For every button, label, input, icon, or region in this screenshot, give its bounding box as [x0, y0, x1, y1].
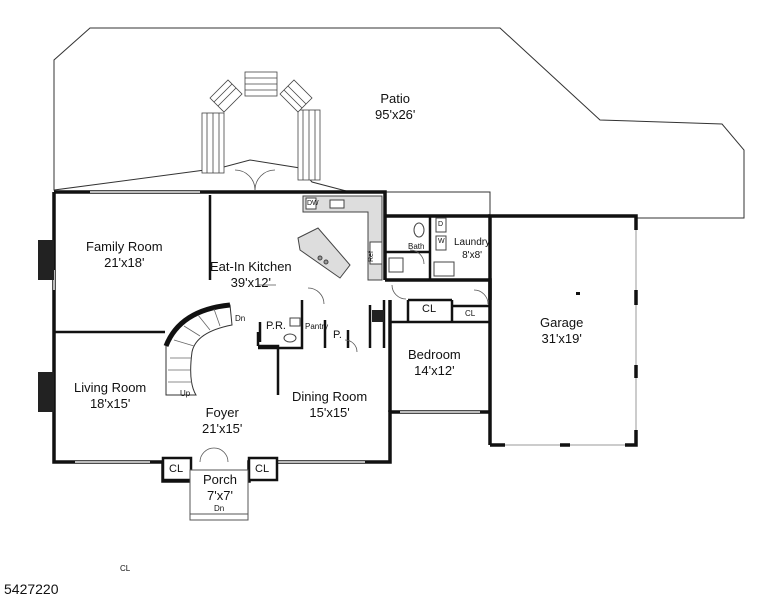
stray-closet-label: CL	[120, 564, 131, 573]
room-dims: 18'x15'	[89, 396, 131, 412]
room-name: Eat-In Kitchen	[210, 259, 292, 274]
room-name: Family Room	[86, 239, 163, 254]
powder-room-fixtures	[283, 317, 301, 343]
garage-marker	[576, 292, 580, 295]
house-exterior-walls	[52, 190, 492, 483]
room-dims: 14'x12'	[414, 363, 455, 379]
room-label-kitchen: Eat-In Kitchen 39'x12'	[210, 259, 292, 292]
pantry-label: Pantry	[305, 322, 329, 331]
room-dims: 21'x15'	[202, 421, 243, 437]
deck-benches	[201, 71, 321, 181]
kitchen-counter	[302, 195, 383, 281]
room-label-laundry: Laundry 8'x8'	[454, 237, 490, 262]
room-label-bedroom: Bedroom 14'x12'	[408, 347, 461, 380]
room-dims: 15'x15'	[309, 405, 350, 421]
porch-down-label: Dn	[214, 504, 225, 513]
room-name: Garage	[540, 315, 584, 330]
powder-room-label: P.R.	[266, 320, 286, 332]
foyer-closet-left-label: CL	[169, 463, 184, 475]
room-label-porch: Porch 7'x7'	[203, 472, 237, 505]
room-name: Laundry	[454, 237, 491, 248]
room-label-patio: Patio 95'x26'	[375, 91, 415, 124]
room-name: Dining Room	[292, 389, 368, 404]
dishwasher-label: DW	[307, 200, 319, 207]
interior-walls	[54, 195, 490, 395]
refrigerator-label: Ref	[368, 251, 375, 262]
room-dims: 8'x8'	[462, 249, 483, 261]
room-label-dining-room: Dining Room 15'x15'	[292, 389, 367, 422]
pantry-closet-label: P.	[333, 329, 342, 341]
room-name: Porch	[203, 472, 237, 487]
room-name: Living Room	[74, 380, 147, 395]
stair-up-label: Up	[180, 389, 191, 398]
foyer-closets	[161, 456, 279, 482]
family-room-fireplace	[38, 240, 54, 280]
staircase	[163, 302, 233, 396]
room-dims: 21'x18'	[104, 255, 145, 271]
room-label-garage: Garage 31'x19'	[540, 315, 583, 348]
room-dims: 31'x19'	[541, 331, 582, 347]
foyer-closet-right-label: CL	[255, 463, 270, 475]
porch-outline	[189, 469, 249, 521]
living-room-fireplace	[38, 372, 54, 412]
room-dims: 39'x12'	[230, 275, 272, 291]
listing-id: 5427220	[4, 581, 59, 597]
washer-label: W	[438, 238, 445, 245]
laundry-closet-label: CL	[465, 309, 476, 318]
room-label-living-room: Living Room 18'x15'	[74, 380, 146, 413]
pantry-block	[372, 310, 384, 322]
bath-label: Bath	[408, 242, 425, 251]
bedroom-closet-label: CL	[422, 303, 437, 315]
room-name: Bedroom	[408, 347, 461, 362]
door-swings	[199, 169, 489, 463]
stair-down-label: Dn	[235, 314, 246, 323]
room-label-family-room: Family Room 21'x18'	[86, 239, 163, 272]
kitchen-island	[297, 227, 351, 279]
room-dims: 95'x26'	[375, 107, 416, 123]
room-name: Patio	[380, 91, 411, 106]
bath-fixtures	[388, 217, 455, 277]
room-label-foyer: Foyer 21'x15'	[202, 405, 242, 438]
garage-door-tracks	[505, 230, 637, 446]
room-name: Foyer	[205, 405, 239, 420]
patio-outline	[53, 27, 745, 219]
window-marks	[53, 191, 480, 463]
dryer-label: D	[438, 221, 444, 228]
room-dims: 7'x7'	[207, 488, 233, 504]
